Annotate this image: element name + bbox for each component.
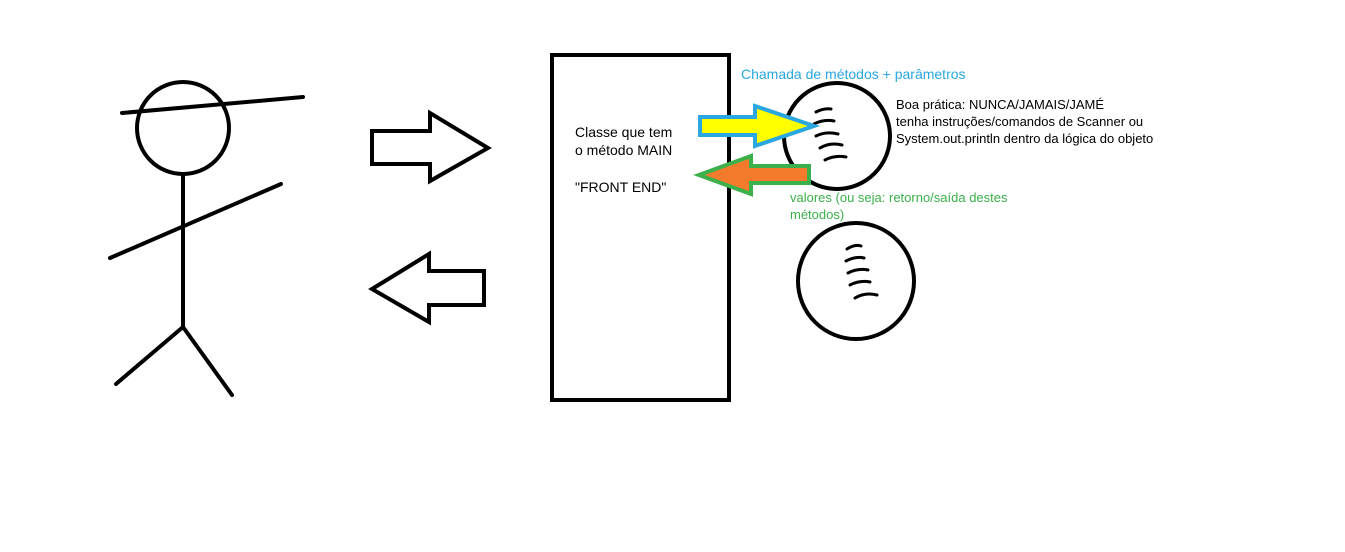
good-practice-line1: Boa prática: NUNCA/JAMAIS/JAMÉ: [896, 97, 1105, 112]
stick-figure-right-leg: [181, 325, 234, 397]
stick-figure-head: [135, 80, 231, 176]
return-label-line1: valores (ou seja: retorno/saída destes: [790, 190, 1008, 205]
main-class-box: [550, 53, 731, 402]
stick-figure-user-icon: [108, 80, 305, 397]
good-practice-line2: tenha instruções/comandos de Scanner ou: [896, 114, 1144, 129]
stick-figure-arm: [108, 182, 283, 260]
call-arrow: [698, 103, 821, 149]
main-box-line2: o método MAIN: [575, 142, 673, 158]
return-arrow: [693, 153, 811, 197]
object-circle-2: [796, 221, 916, 341]
call-label: Chamada de métodos + parâmetros: [741, 66, 966, 82]
good-practice-line3: System.out.println dentro da lógica do o…: [896, 131, 1154, 146]
stick-figure-hat-line: [120, 95, 305, 115]
main-box-line1: Classe que tem: [575, 124, 673, 140]
stick-figure-left-leg: [114, 325, 185, 386]
return-label-line2: métodos): [790, 207, 845, 222]
arrow-left-outline: [368, 250, 486, 326]
arrow-right-outline: [370, 109, 492, 185]
main-box-line3: "FRONT END": [575, 179, 667, 195]
